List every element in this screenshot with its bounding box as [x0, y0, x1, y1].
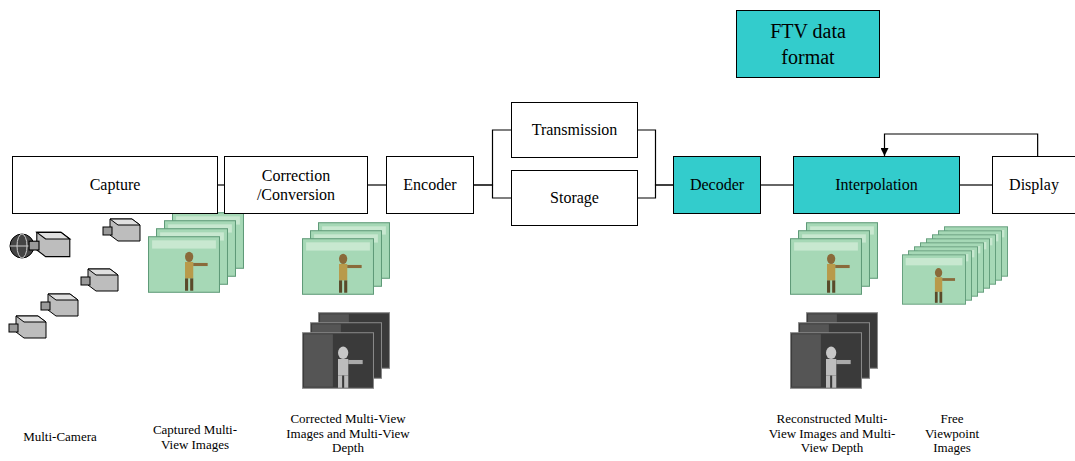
corrected-frames [303, 223, 390, 389]
box-text: Transmission [532, 120, 618, 139]
process-box: Display [992, 156, 1075, 214]
box-text: Encoder [403, 175, 456, 194]
captured-frames [149, 213, 244, 293]
process-box: Storage [511, 170, 638, 226]
process-box: Capture [12, 156, 218, 214]
connector-line [474, 130, 511, 185]
process-box: Correction /Conversion [224, 156, 368, 214]
process-box: Interpolation [793, 156, 960, 214]
connector-line [638, 185, 673, 198]
caption-label: Captured Multi-View Images [143, 423, 247, 452]
reconstructed-frames [791, 223, 878, 389]
box-text: Display [1009, 175, 1059, 194]
box-text: FTV data format [748, 18, 868, 70]
connector-line [474, 185, 511, 198]
process-box: Transmission [511, 102, 638, 158]
camera-icons [9, 219, 140, 338]
connector-line [638, 130, 673, 185]
connector-line [761, 184, 793, 185]
process-box: Encoder [386, 156, 474, 214]
connector-line [960, 184, 992, 185]
connector-line [885, 134, 1038, 156]
caption-label: Multi-Camera [5, 430, 115, 445]
free-viewpoint-frames [902, 227, 1007, 304]
box-text: Storage [550, 188, 599, 207]
box-text: Capture [90, 175, 141, 194]
caption-label: Corrected Multi-View Images and Multi-Vi… [278, 412, 418, 456]
caption-label: Free Viewpoint Images [916, 412, 988, 456]
process-box: Decoder [673, 156, 761, 214]
box-text: Interpolation [835, 175, 918, 194]
format-box: FTV data format [736, 10, 880, 78]
box-text: Decoder [690, 175, 744, 194]
caption-label: Reconstructed Multi-View Images and Mult… [765, 412, 899, 456]
connector-line [368, 184, 386, 185]
box-text: Correction /Conversion [231, 166, 361, 204]
